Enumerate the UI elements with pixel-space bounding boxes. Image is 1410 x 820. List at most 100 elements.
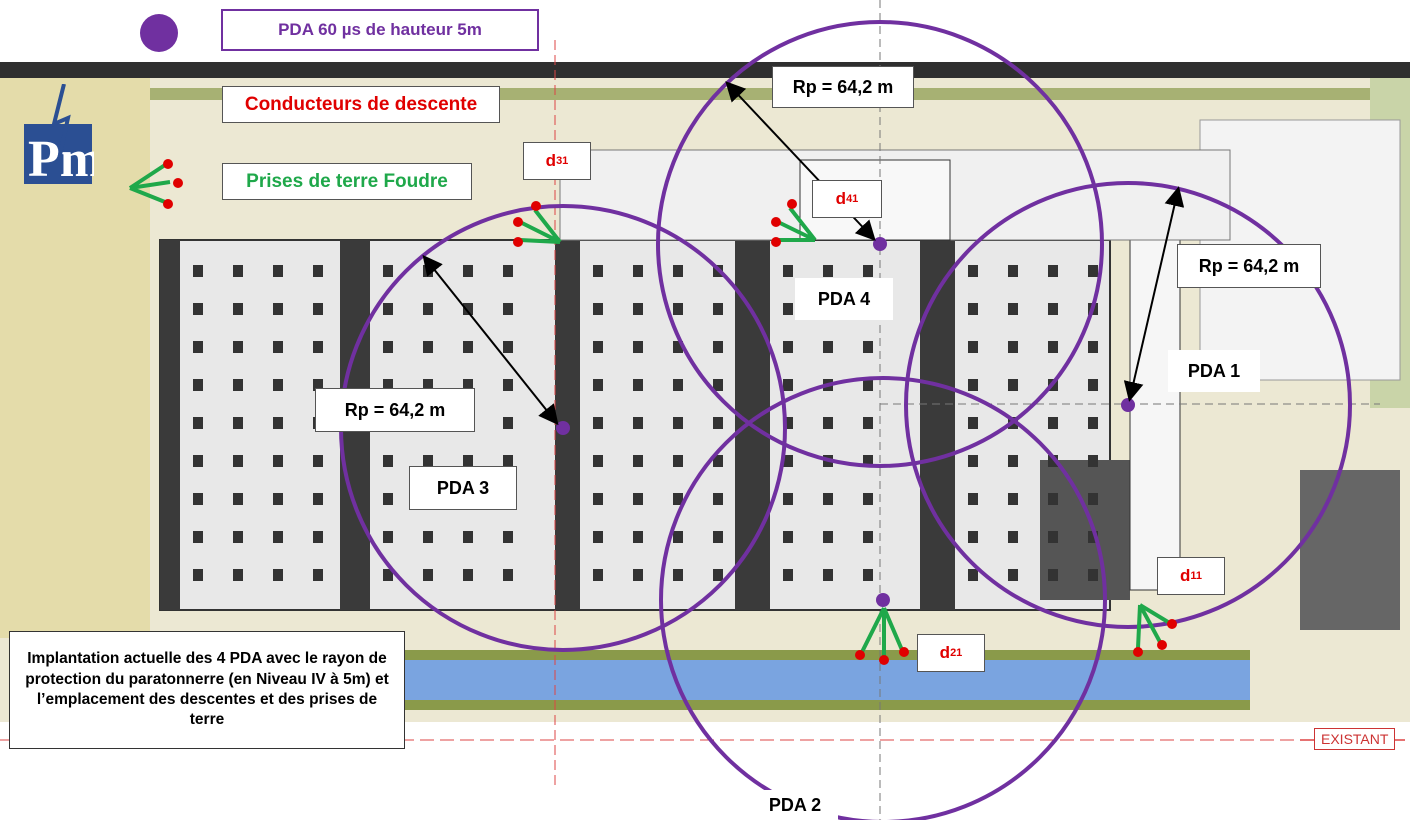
roof-unit (193, 531, 203, 543)
roof-unit (673, 493, 683, 505)
pda4-dot (873, 237, 887, 251)
roof-unit (673, 341, 683, 353)
roof-unit (503, 379, 513, 391)
roof-unit (1088, 455, 1098, 467)
roof-unit (273, 531, 283, 543)
roof-unit (673, 379, 683, 391)
roof-unit (823, 341, 833, 353)
roof-unit (233, 341, 243, 353)
radius-label-pda1: Rp = 64,2 m (1177, 244, 1321, 288)
roof-unit (863, 265, 873, 277)
roof-unit (233, 569, 243, 581)
roof-unit (1048, 417, 1058, 429)
roof-unit (233, 303, 243, 315)
radius-arrow-pda3 (422, 254, 559, 426)
roof-unit (823, 569, 833, 581)
pda3-dot (556, 421, 570, 435)
roof-unit (463, 569, 473, 581)
pda1-dot (1121, 398, 1135, 412)
roof-unit (713, 341, 723, 353)
roof-unit (1088, 341, 1098, 353)
roof-unit (1088, 265, 1098, 277)
roof-unit (633, 455, 643, 467)
roof-unit (863, 379, 873, 391)
roof-unit (383, 265, 393, 277)
roof-unit (593, 569, 603, 581)
roof-unit (863, 455, 873, 467)
roof-unit (968, 417, 978, 429)
roof-unit (503, 455, 513, 467)
roof-unit (1008, 265, 1018, 277)
roof-unit (633, 417, 643, 429)
roof-unit (1048, 341, 1058, 353)
roof-unit (593, 455, 603, 467)
roof-unit (503, 417, 513, 429)
downconductor-markers (163, 159, 1177, 665)
roof-unit (633, 303, 643, 315)
roof-unit (1048, 531, 1058, 543)
roof-unit (1008, 569, 1018, 581)
radius-arrow-pda1 (1123, 186, 1185, 402)
roof-unit (503, 341, 513, 353)
roof-unit (633, 531, 643, 543)
roof-unit (313, 455, 323, 467)
pda2-dot (876, 593, 890, 607)
roof-unit (1088, 417, 1098, 429)
pda3-label: PDA 3 (409, 466, 517, 510)
roof-unit (503, 303, 513, 315)
roof-unit (313, 531, 323, 543)
earthing-connectors (128, 163, 1170, 657)
roof-unit (233, 417, 243, 429)
roof-unit (783, 265, 793, 277)
roof-unit (968, 265, 978, 277)
radius-label-pda3: Rp = 64,2 m (315, 388, 475, 432)
roof-unit (823, 493, 833, 505)
hedge-bottom-2 (300, 700, 1250, 710)
roof-unit (503, 531, 513, 543)
roof-unit (783, 379, 793, 391)
roof-unit (1048, 493, 1058, 505)
legend-label: PDA 60 µs de hauteur 5m (221, 9, 539, 51)
roof-unit (633, 265, 643, 277)
roof-unit (673, 303, 683, 315)
roof-unit (193, 455, 203, 467)
roof-unit (1088, 379, 1098, 391)
protection-circle-pda1 (904, 181, 1352, 629)
roof-unit (313, 341, 323, 353)
protection-circle-pda4 (656, 20, 1104, 468)
company-logo: Pm (24, 84, 94, 188)
roof-unit (863, 493, 873, 505)
roof-unit (593, 379, 603, 391)
roof-unit (633, 379, 643, 391)
roof-unit (1048, 569, 1058, 581)
roof-unit (233, 455, 243, 467)
roof-unit (863, 569, 873, 581)
downconductors-label: Conducteurs de descente (222, 86, 500, 123)
roof-unit (1008, 341, 1018, 353)
roof-unit (463, 455, 473, 467)
roof-unit (193, 341, 203, 353)
roof-unit (863, 531, 873, 543)
roof-unit (968, 341, 978, 353)
roof-unit (193, 265, 203, 277)
roof-unit (1088, 531, 1098, 543)
roof-unit (673, 455, 683, 467)
roof-unit (463, 531, 473, 543)
roof-unit (423, 303, 433, 315)
legend-dot (140, 14, 178, 52)
building-wall-left (160, 240, 180, 610)
hedge-bottom (300, 650, 1250, 660)
roof-unit (383, 379, 393, 391)
roof-unit (713, 303, 723, 315)
property-border-top (0, 62, 1410, 78)
roof-unit (823, 531, 833, 543)
roof-unit (1008, 531, 1018, 543)
roof-unit (273, 493, 283, 505)
roof-unit (1088, 493, 1098, 505)
roof-unit (783, 417, 793, 429)
roof-unit (233, 379, 243, 391)
roof-unit (383, 455, 393, 467)
pda4-label: PDA 4 (795, 278, 893, 320)
